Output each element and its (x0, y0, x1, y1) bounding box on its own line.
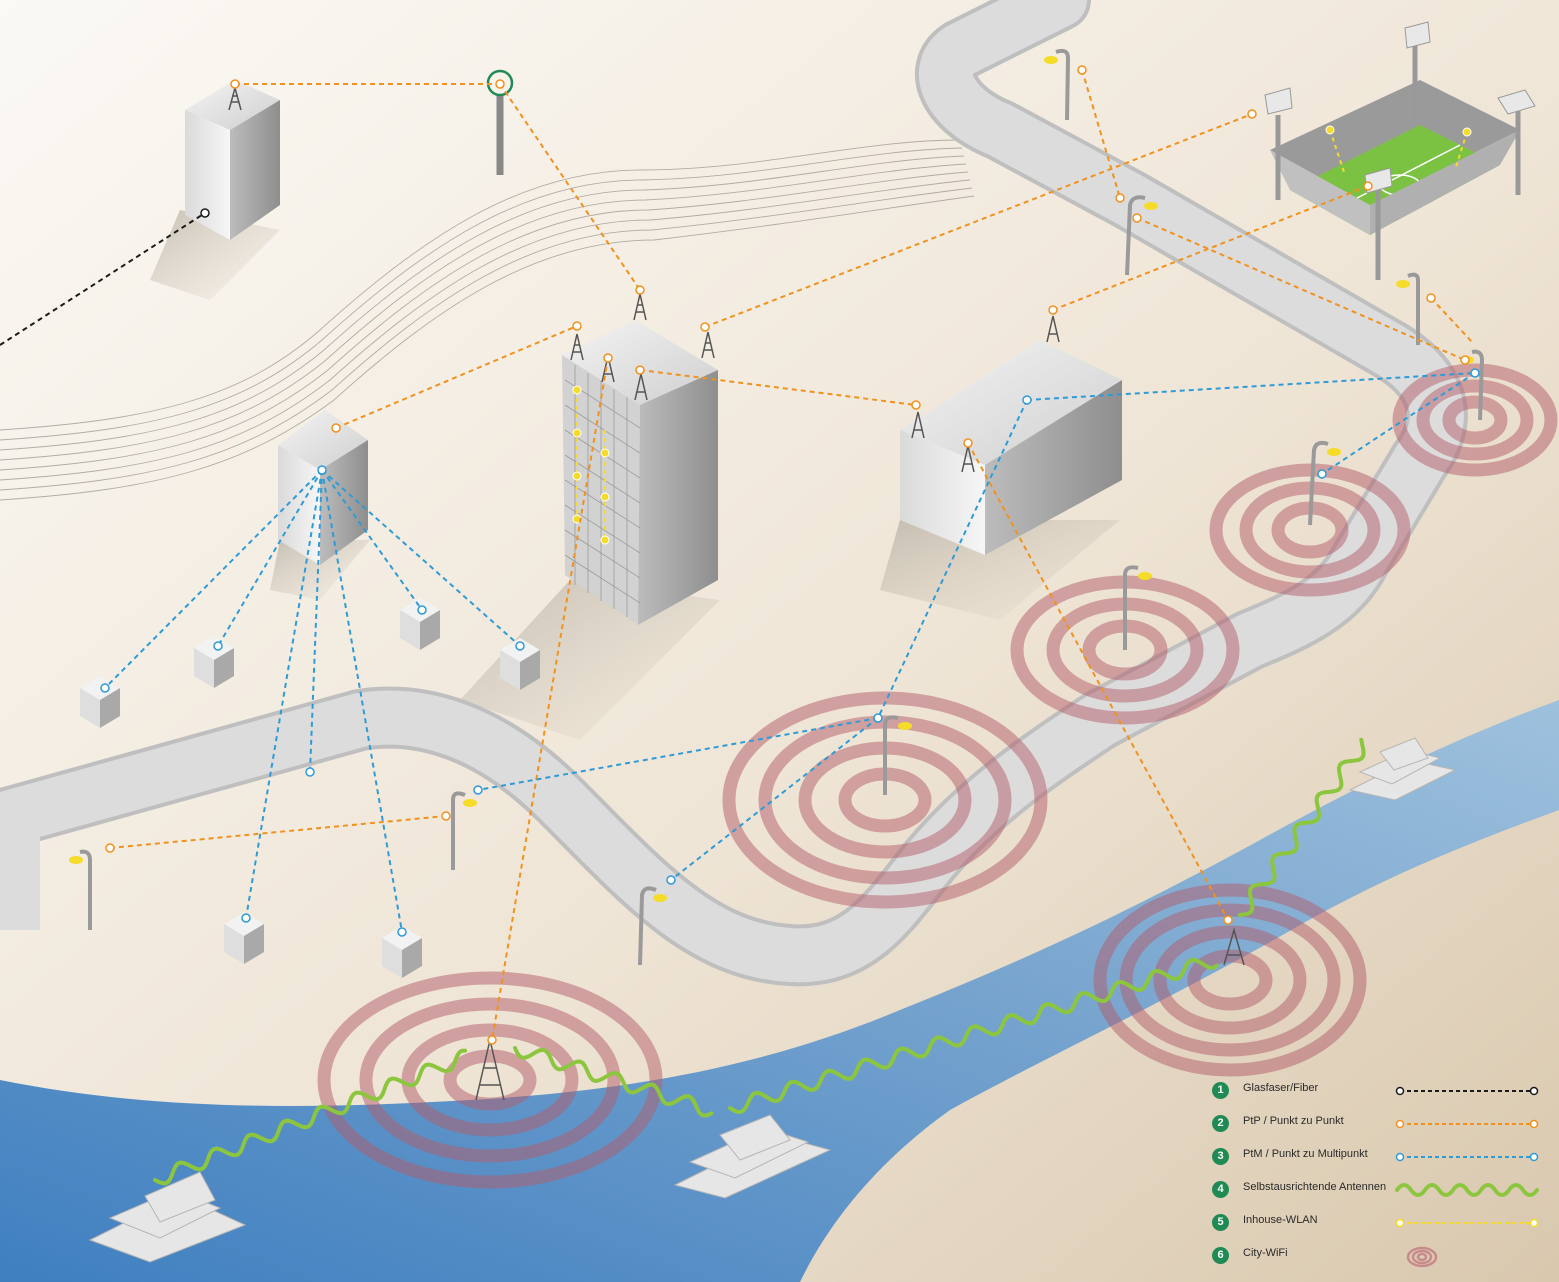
house-5 (224, 912, 264, 964)
house-3 (400, 598, 440, 650)
inhouse-line-icon (1395, 1218, 1539, 1228)
stadium (1264, 21, 1536, 280)
house-6 (382, 926, 422, 978)
floodlight-heads (1264, 21, 1536, 194)
legend-label: PtM / Punkt zu Multipunkt (1243, 1148, 1368, 1160)
fiber-link (0, 212, 206, 346)
small-houses (80, 598, 540, 978)
inhouse-wlan-lines (576, 129, 1468, 540)
wifi-rings-icon (1406, 1246, 1438, 1268)
legend-number: 2 (1212, 1115, 1229, 1132)
ptp-links (109, 69, 1473, 1041)
river (0, 700, 1559, 1282)
fiber-bundle-lines (0, 139, 975, 501)
street-lamps (79, 48, 1485, 966)
datacenter-building (185, 80, 280, 240)
legend-number: 5 (1212, 1214, 1229, 1231)
self-aligning-links (153, 737, 1366, 1186)
legend-item-ptp: 2 PtP / Punkt zu Punkt (1212, 1109, 1552, 1143)
ptp-line-icon (1395, 1119, 1539, 1129)
ptm-line-icon (1395, 1152, 1539, 1162)
legend-label: Inhouse-WLAN (1243, 1214, 1318, 1226)
legend-number: 6 (1212, 1247, 1229, 1264)
floodlights (1275, 40, 1521, 280)
road-lower-extension (0, 800, 40, 930)
office-tower (562, 320, 718, 625)
legend-item-fiber: 1 Glasfaser/Fiber (1212, 1076, 1552, 1110)
wifi-ring-river-right (1093, 883, 1367, 1077)
legend-item-ptm: 3 PtM / Punkt zu Multipunkt (1212, 1142, 1552, 1176)
legend-label: Selbstausrichtende Antennen (1243, 1181, 1387, 1193)
legend-label: City-WiFi (1243, 1247, 1288, 1259)
boats (88, 737, 1457, 1263)
boat-left (88, 1171, 247, 1263)
legend-label: PtP / Punkt zu Punkt (1243, 1115, 1344, 1127)
legend-item-city-wifi: 6 City-WiFi (1212, 1241, 1552, 1275)
legend: 1 Glasfaser/Fiber 2 PtP / Punkt zu Punkt… (1212, 1076, 1552, 1276)
inhouse-wlan-dots (572, 125, 1472, 545)
legend-label: Glasfaser/Fiber (1243, 1082, 1319, 1094)
building-shadows (150, 210, 1120, 740)
wifi-ring-river-left (317, 971, 663, 1189)
wave-line-icon (1395, 1183, 1539, 1197)
legend-number: 1 (1212, 1082, 1229, 1099)
fiber-line-icon (1395, 1086, 1539, 1096)
ptp-nodes (105, 65, 1470, 1045)
legend-item-inhouse: 5 Inhouse-WLAN (1212, 1208, 1552, 1242)
legend-item-self-aligning: 4 Selbstausrichtende Antennen (1212, 1175, 1552, 1209)
fiber-endpoint (200, 208, 210, 218)
boat-right (1348, 737, 1457, 801)
boat-middle (673, 1114, 832, 1199)
ptm-links (104, 372, 1476, 933)
legend-number: 3 (1212, 1148, 1229, 1165)
legend-number: 4 (1212, 1181, 1229, 1198)
ptm-nodes (100, 368, 1480, 937)
road-upper (0, 0, 1468, 987)
